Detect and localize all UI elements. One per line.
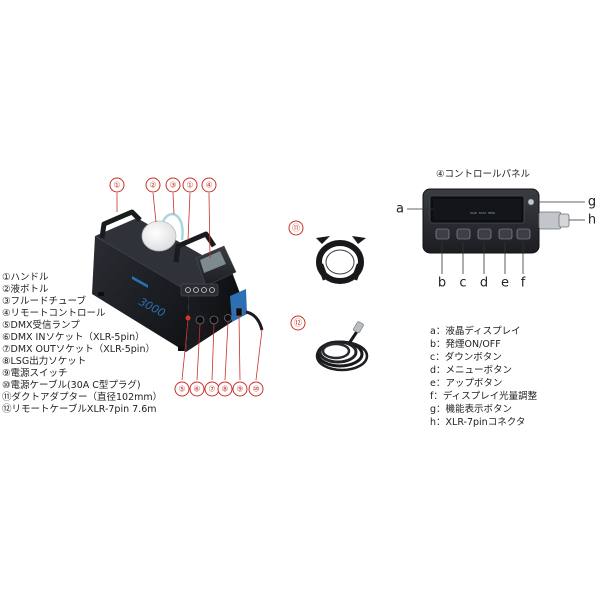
- panel-legend-item: h：XLR-7pinコネクタ: [430, 417, 525, 428]
- svg-text:③: ③: [169, 181, 176, 190]
- dmx-lamp: [185, 315, 191, 321]
- control-panel-illustration: HAZE BASE MENU: [422, 188, 570, 254]
- machine-leaders: [116, 192, 263, 381]
- xlr-connector: [538, 211, 562, 230]
- front-control-strip: [180, 283, 219, 297]
- parts-list-item: ⑫リモートケーブルXLR-7pin 7.6m: [2, 403, 157, 415]
- dmx-out-socket: [209, 315, 219, 325]
- dmx-in-socket: [195, 315, 205, 325]
- parts-list-item: ②液ボトル: [2, 283, 49, 295]
- svg-text:⑦: ⑦: [208, 385, 215, 394]
- svg-text:①: ①: [113, 181, 120, 190]
- callout-10-cable: ⑩: [248, 381, 264, 397]
- panel-legend-item: b：発煙ON/OFF: [430, 338, 501, 350]
- svg-text:②: ②: [149, 181, 156, 190]
- button-e-up: [498, 228, 513, 240]
- callout-6-dmx-in: ⑥: [189, 381, 205, 397]
- panel-legend-item: a：液晶ディスプレイ: [430, 325, 521, 337]
- letter-a: a: [396, 202, 404, 217]
- callout-5-lamp: ⑤: [174, 381, 190, 397]
- parts-list-item: ⑦DMX OUTソケット（XLR-5pin）: [2, 343, 155, 355]
- callout-1-handle: ①: [109, 177, 125, 193]
- panel-leaders: [407, 201, 585, 274]
- panel-legend-item: e：アップボタン: [430, 378, 502, 389]
- button-b-onoff: [435, 228, 450, 240]
- fluid-tube: [161, 212, 184, 241]
- rear-handle: [99, 209, 142, 239]
- power-switch: [235, 307, 243, 317]
- svg-text:⑤: ⑤: [178, 385, 185, 394]
- parts-list-item: ①ハンドル: [2, 272, 49, 283]
- remote-cable-illustration: [315, 321, 369, 372]
- letter-c: c: [459, 276, 466, 291]
- parts-list-item: ④リモートコントロール: [2, 308, 106, 319]
- letter-e: e: [501, 276, 509, 291]
- callout-9-switch: ⑨: [232, 381, 248, 397]
- panel-legend-item: d：メニューボタン: [430, 365, 512, 376]
- duct-adapter-illustration: [316, 236, 366, 284]
- parts-list-item: ⑨電源スイッチ: [2, 368, 68, 379]
- button-c-down: [456, 228, 471, 240]
- callout-7-dmx-out: ⑦: [204, 381, 220, 397]
- callout-1b-handle: ①: [182, 177, 198, 193]
- button-f-dimmer: [516, 228, 531, 240]
- svg-text:①: ①: [186, 181, 193, 190]
- panel-title: ④コントロールパネル: [436, 169, 531, 180]
- parts-list-item: ⑧LSG出力ソケット: [2, 355, 86, 367]
- parts-list-item: ③フルードチューブ: [2, 295, 86, 307]
- power-cable: [245, 310, 264, 331]
- panel-letters: a b c d e f g h: [396, 195, 596, 291]
- callout-11-duct-adapter: ⑪: [288, 220, 304, 236]
- svg-text:⑥: ⑥: [193, 385, 200, 394]
- fog-machine-illustration: 3000: [92, 209, 264, 352]
- svg-text:⑧: ⑧: [221, 385, 228, 394]
- lsg-socket: [224, 314, 232, 322]
- letter-d: d: [480, 276, 488, 291]
- callout-3-tube: ③: [165, 177, 181, 193]
- letter-h: h: [588, 213, 596, 228]
- letter-g: g: [588, 195, 596, 210]
- callout-4-remote: ④: [201, 177, 217, 193]
- svg-text:④: ④: [205, 181, 212, 190]
- parts-list-item: ⑤DMX受信ランプ: [2, 319, 80, 331]
- callout-12-remote-cable: ⑫: [290, 315, 306, 331]
- parts-list: ①ハンドル ②液ボトル ③フルードチューブ ④リモートコントロール ⑤DMX受信…: [2, 272, 162, 415]
- svg-text:⑨: ⑨: [236, 385, 243, 394]
- lcd-text: HAZE BASE MENU: [470, 211, 495, 215]
- panel-legend-item: f：ディスプレイ光量調整: [430, 390, 538, 402]
- button-d-menu: [477, 228, 492, 240]
- letter-f: f: [521, 276, 526, 291]
- parts-list-item: ⑪ダクトアダプター（直径102mm）: [2, 391, 162, 403]
- button-g-function: [527, 198, 535, 206]
- parts-list-item: ⑩電源ケーブル(30A C型プラグ): [2, 379, 141, 391]
- callout-2-bottle: ②: [145, 177, 161, 193]
- machine-callouts: ① ② ③ ① ④ ⑤ ⑥ ⑦ ⑧ ⑨ ⑩: [109, 177, 264, 397]
- parts-list-item: ⑥DMX INソケット（XLR-5pin）: [2, 331, 145, 343]
- letter-b: b: [438, 276, 446, 291]
- panel-legend: a：液晶ディスプレイ b：発煙ON/OFF c：ダウンボタン d：メニューボタン…: [430, 325, 538, 428]
- svg-text:⑩: ⑩: [252, 385, 259, 394]
- callout-8-lsg: ⑧: [217, 381, 233, 397]
- svg-text:⑪: ⑪: [292, 224, 300, 233]
- panel-legend-item: c：ダウンボタン: [430, 351, 502, 363]
- panel-legend-item: g：機能表示ボタン: [430, 403, 512, 415]
- svg-text:⑫: ⑫: [294, 319, 302, 328]
- fluid-bottle: [141, 220, 177, 252]
